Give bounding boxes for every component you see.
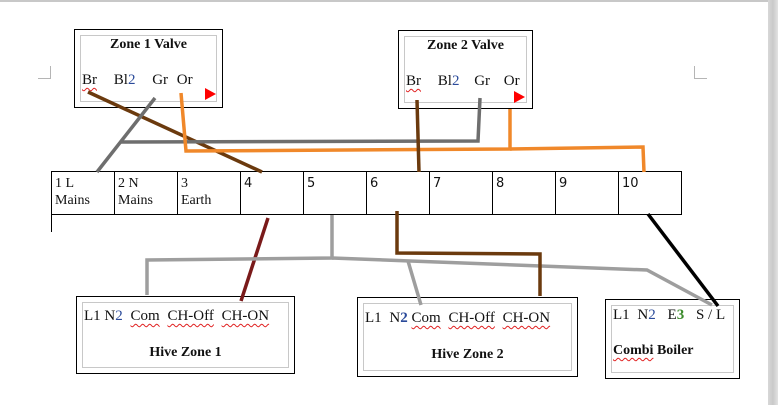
- hive1-terminal-l1: L1: [84, 308, 101, 324]
- boiler-terminal-l1: L1: [613, 307, 630, 323]
- hive2-terminal-l1: L1: [365, 310, 382, 326]
- wire-orange-zone2-to-t10: [509, 145, 646, 173]
- terminal-5[interactable]: 5: [304, 172, 367, 214]
- hive-zone2-terminals: L1 N2 Com CH-Off CH-ON: [365, 310, 550, 327]
- zone1-valve-title: Zone 1 Valve: [109, 37, 187, 52]
- zone2-valve-terminals: Br Bl2 Gr Or: [406, 73, 520, 90]
- zone2-valve-box[interactable]: Zone 2 Valve Br Bl2 Gr Or: [398, 30, 533, 109]
- zone1-terminal-bl: Bl2: [113, 72, 136, 88]
- wire-zone1-grey-to-t1: [95, 96, 157, 174]
- zone1-terminal-gr: Gr: [152, 72, 169, 88]
- hive2-terminal-ch-on: CH-ON: [502, 310, 551, 326]
- zone2-direction-arrow-icon: [514, 91, 525, 103]
- vertical-scrollbar[interactable]: [768, 0, 778, 405]
- hive1-terminal-ch-on: CH-ON: [221, 308, 270, 324]
- hive-zone1-inner-frame: [82, 302, 289, 368]
- terminal-10[interactable]: 10: [619, 172, 682, 214]
- boiler-terminal-e: E3: [667, 307, 685, 323]
- boiler-terminal-sl: S / L: [695, 307, 726, 323]
- zone2-valve-title: Zone 2 Valve: [426, 38, 504, 53]
- hive-zone1-box[interactable]: L1 N2 Com CH-Off CH-ON Hive Zone 1: [76, 296, 295, 374]
- zone2-terminal-gr: Gr: [474, 73, 491, 89]
- hive2-terminal-n: N2: [389, 310, 408, 326]
- margin-corner-mark-left: [38, 66, 51, 79]
- zone1-terminal-or: Or: [176, 72, 193, 88]
- wire-zone2-brown: [415, 99, 421, 173]
- hive-zone2-title: Hive Zone 2: [431, 347, 504, 362]
- hive2-terminal-ch-off: CH-Off: [448, 310, 495, 326]
- terminal-4[interactable]: 4: [241, 172, 304, 214]
- wire-brown-hive2: [395, 211, 542, 296]
- zone2-terminal-or: Or: [503, 73, 520, 89]
- combi-boiler-title: Combi Boiler: [613, 343, 694, 358]
- combi-boiler-terminals: L1 N2 E3 S / L: [613, 307, 725, 324]
- hive1-terminal-com: Com: [130, 308, 160, 324]
- terminal-8[interactable]: 8: [493, 172, 556, 214]
- combi-boiler-box[interactable]: L1 N2 E3 S / L Combi Boiler: [605, 299, 740, 379]
- hive-zone2-box[interactable]: L1 N2 Com CH-Off CH-ON Hive Zone 2: [357, 297, 578, 377]
- zone1-valve-terminals: Br Bl2 Gr Or: [82, 72, 193, 89]
- wire-black-boiler: [646, 212, 720, 308]
- wire-dark-red-hive1: [239, 217, 270, 302]
- hive1-terminal-n: N2: [104, 308, 123, 324]
- wire-lightgrey-t5: [145, 215, 334, 295]
- boiler-terminal-n: N2: [637, 307, 656, 323]
- hive1-terminal-ch-off: CH-Off: [167, 308, 214, 324]
- zone2-terminal-br: Br: [406, 73, 421, 89]
- hive-zone1-title: Hive Zone 1: [149, 345, 222, 360]
- hive2-terminal-com: Com: [411, 310, 441, 326]
- terminal-6[interactable]: 6: [367, 172, 430, 214]
- page-top-edge: [0, 0, 778, 2]
- zone1-terminal-br: Br: [82, 72, 97, 88]
- terminal-9[interactable]: 9: [556, 172, 619, 214]
- hive-zone1-terminals: L1 N2 Com CH-Off CH-ON: [84, 308, 269, 325]
- zone2-terminal-bl: Bl2: [437, 73, 460, 89]
- zone1-direction-arrow-icon: [205, 88, 216, 100]
- terminal-7[interactable]: 7: [430, 172, 493, 214]
- margin-corner-mark-right: [694, 66, 707, 79]
- zone1-valve-box[interactable]: Zone 1 Valve Br Bl2 Gr Or: [74, 29, 223, 108]
- strip-left-bracket: [51, 214, 52, 232]
